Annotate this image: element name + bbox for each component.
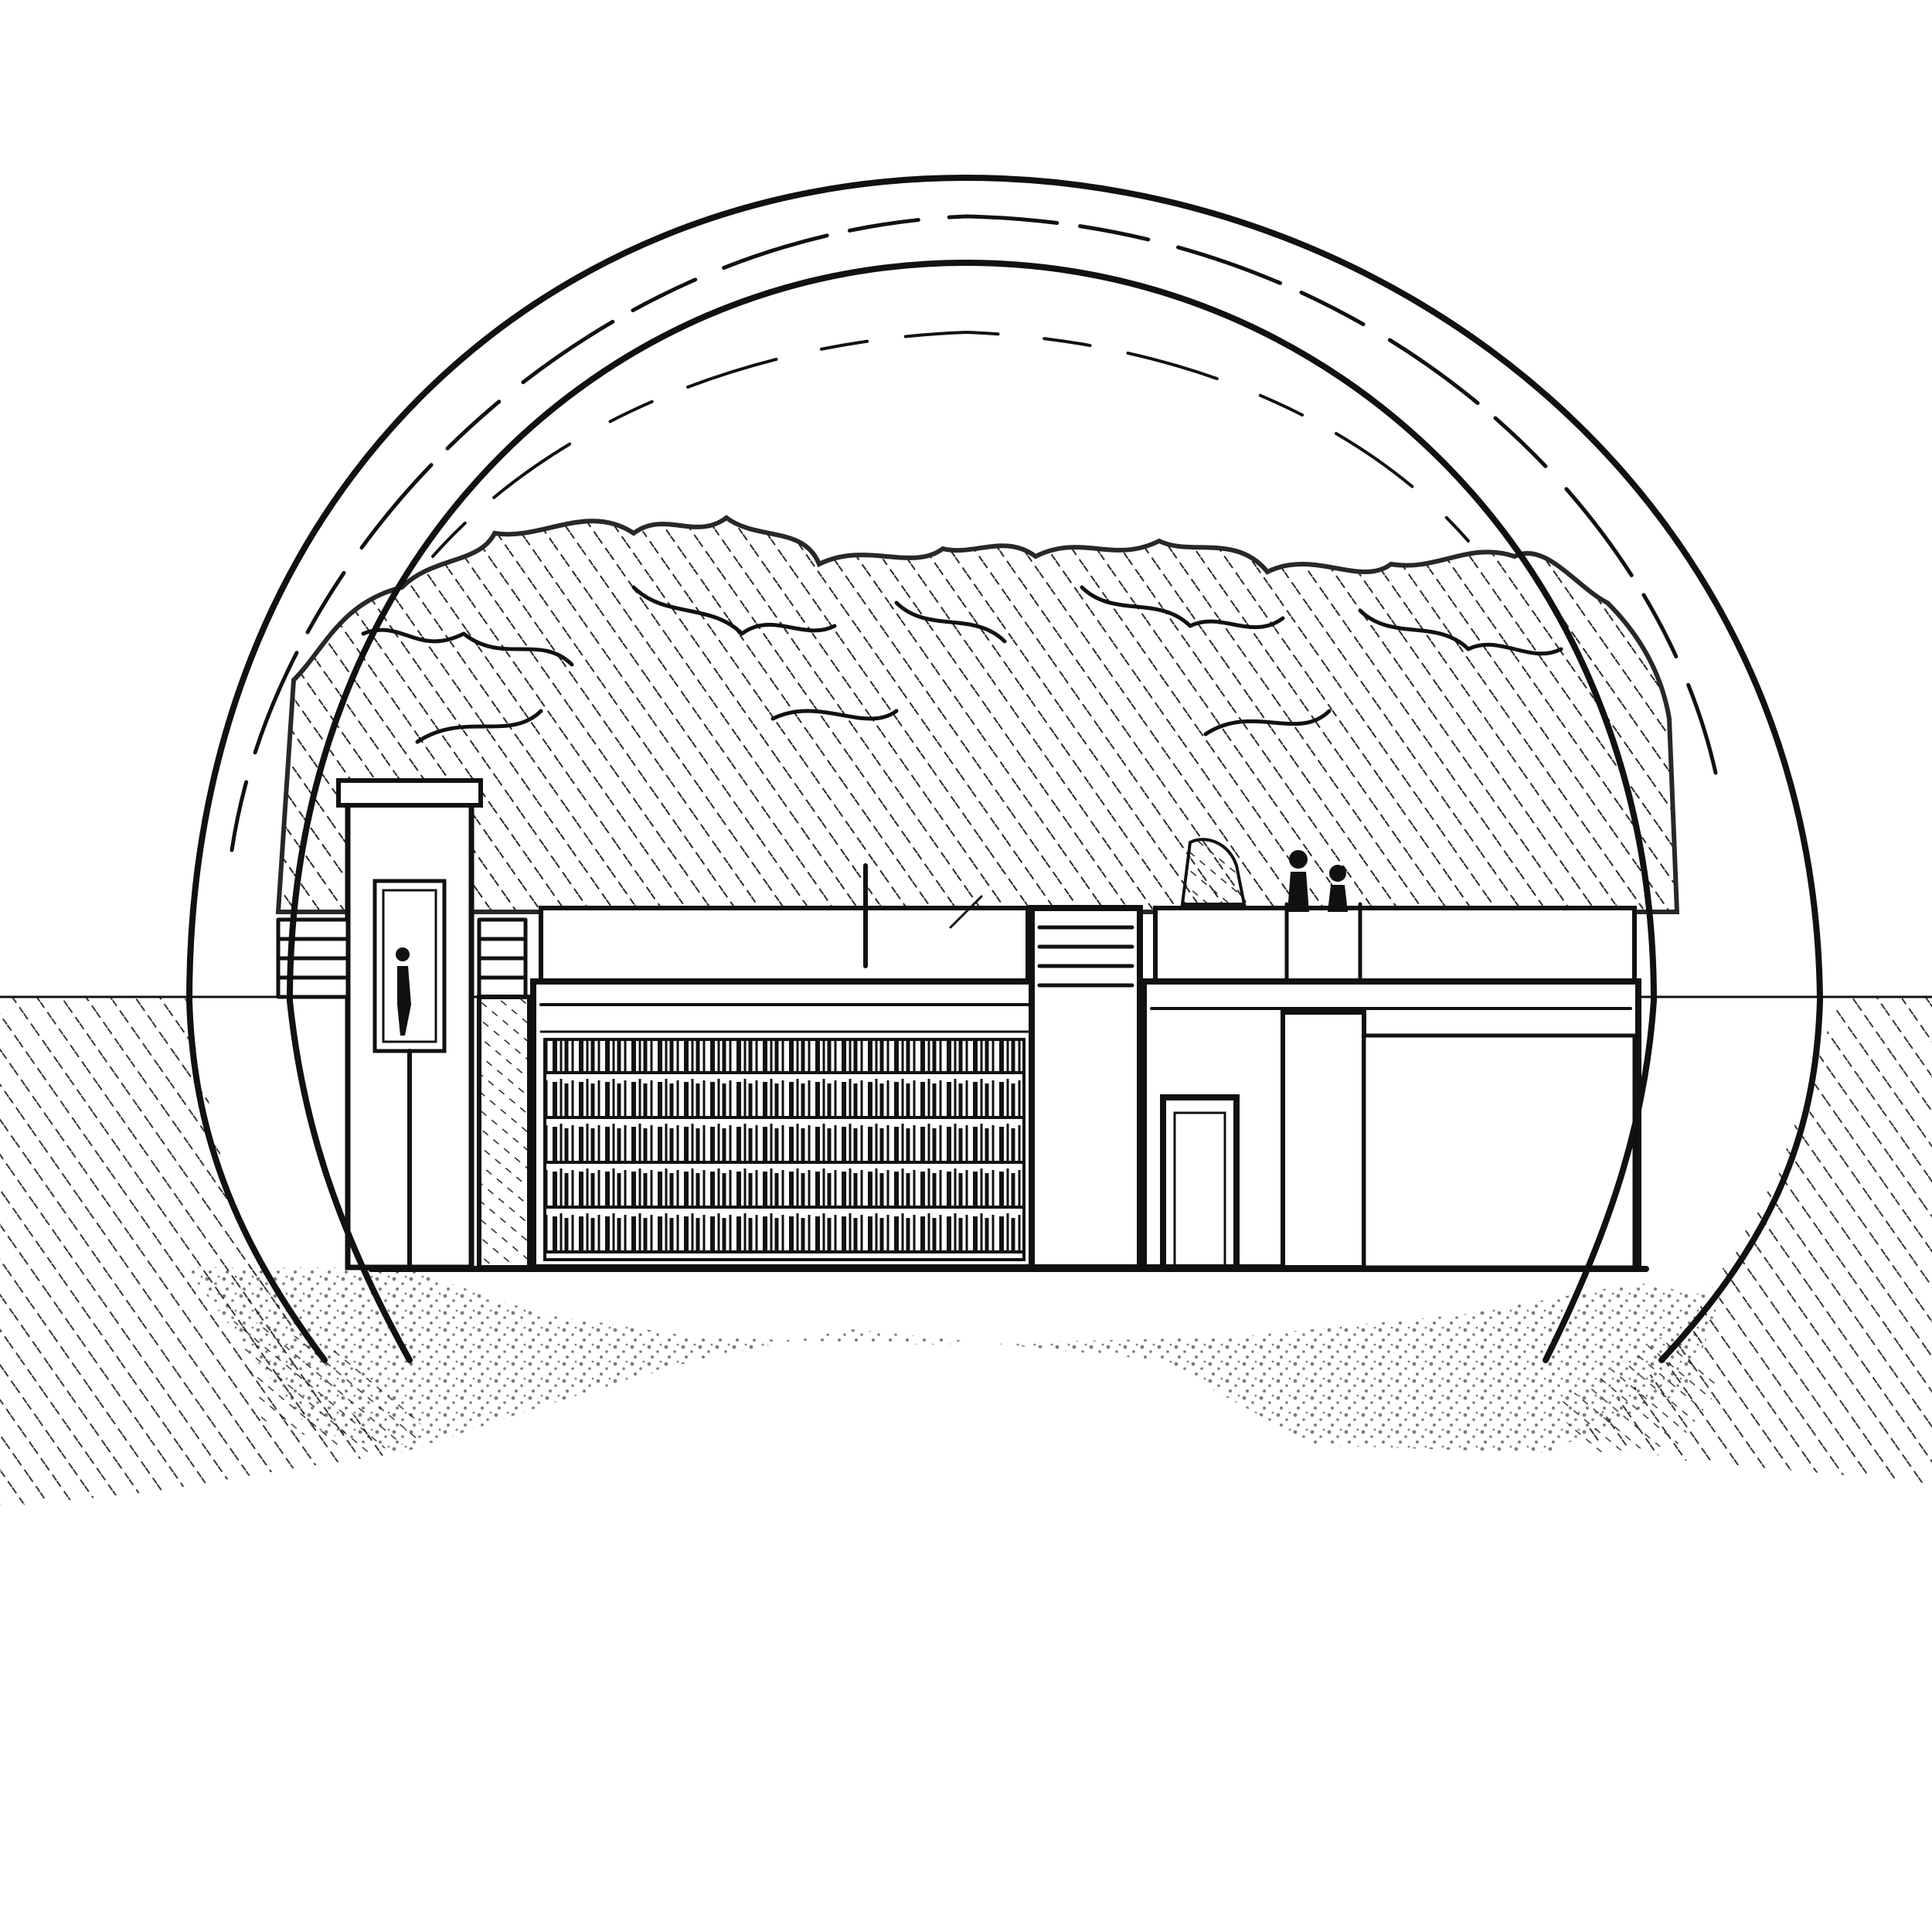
glass-dome <box>186 175 1823 1363</box>
person-figure <box>396 947 411 1036</box>
roof-parapet-right <box>1153 906 1637 984</box>
trees-foliage <box>275 515 1680 914</box>
building-section <box>276 778 1649 1272</box>
rooftop-people <box>1180 838 1348 912</box>
ground-earth <box>0 995 1932 1507</box>
roof-parapet-left <box>539 906 1030 984</box>
bookshelves <box>543 1038 1026 1261</box>
